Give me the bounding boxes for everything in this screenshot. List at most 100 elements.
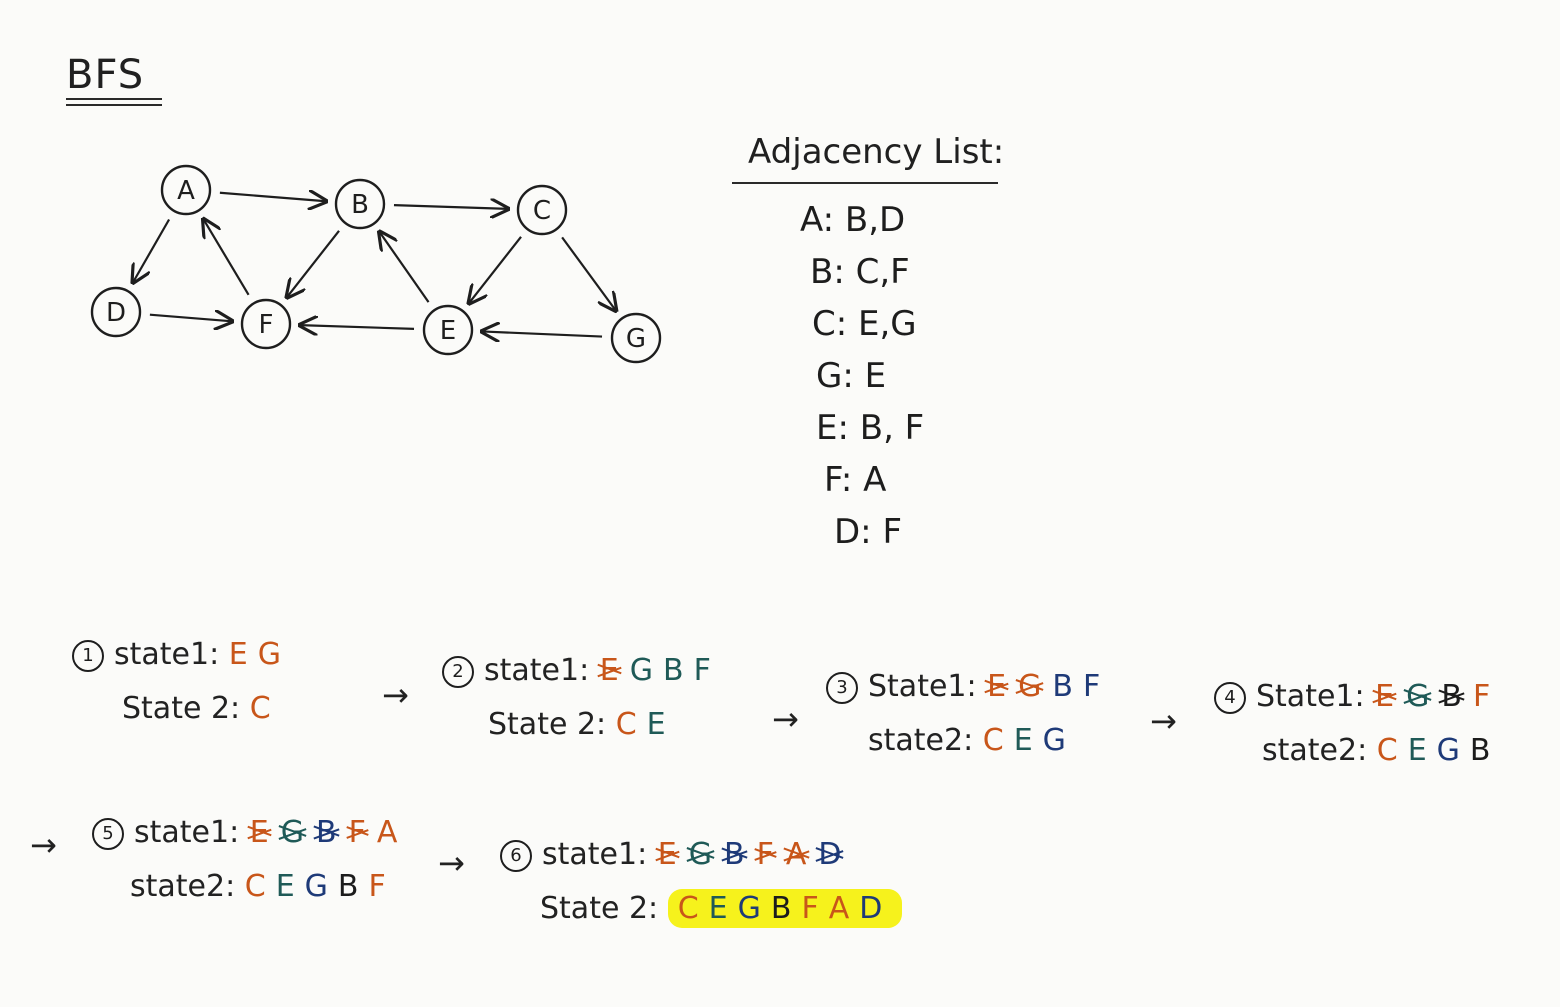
- transition-arrow-3: →: [1150, 702, 1177, 740]
- node-e: E: [422, 304, 474, 356]
- state1-label: State1:: [1256, 679, 1365, 714]
- visited-node-token: E: [249, 806, 270, 860]
- node-label: B: [351, 190, 369, 220]
- node-label: E: [440, 316, 456, 346]
- node-b: B: [334, 178, 386, 230]
- node-token: G: [1436, 733, 1460, 768]
- state1-label: State1:: [868, 669, 977, 704]
- visited-node-token: G: [1017, 660, 1042, 714]
- edge-c-to-e: [469, 236, 522, 303]
- visited-node-token: D: [817, 828, 842, 882]
- adjacency-row-b: B: C,F: [810, 252, 910, 292]
- visited-node-token: G: [280, 806, 305, 860]
- edge-e-to-b: [379, 232, 430, 303]
- node-circle: [422, 304, 474, 356]
- node-token: B: [770, 891, 792, 926]
- adjacency-list: A: B,D B: C,F C: E,G G: E E: B, F F: A D…: [800, 200, 924, 564]
- adjacency-row-a: A: B,D: [800, 200, 906, 240]
- edge-a-to-d: [133, 218, 171, 282]
- edge-b-to-f: [287, 230, 340, 297]
- edge-a-to-b: [219, 193, 326, 202]
- edge-e-to-f: [300, 325, 415, 329]
- node-label: C: [533, 196, 551, 226]
- node-c: C: [516, 184, 568, 236]
- state1-label: state1:: [542, 837, 648, 872]
- node-token: G: [304, 869, 328, 904]
- node-token: B: [662, 653, 684, 688]
- node-g: G: [610, 312, 662, 364]
- visited-node-token: F: [348, 806, 367, 860]
- node-token: F: [368, 869, 386, 904]
- step-number: 5: [92, 817, 124, 850]
- node-label: D: [106, 298, 126, 328]
- state2-label: state2:: [130, 869, 236, 904]
- node-label: G: [626, 324, 646, 354]
- visited-node-token: B: [315, 806, 338, 860]
- node-token: C: [249, 691, 271, 726]
- edge-c-to-g: [561, 236, 616, 310]
- state2-values: C: [250, 691, 281, 726]
- node-token: E: [708, 891, 728, 926]
- visited-node-token: B: [1440, 670, 1463, 724]
- node-token: D: [859, 891, 883, 926]
- node-circle: [610, 312, 662, 364]
- node-token: F: [1472, 679, 1491, 714]
- node-circle: [240, 298, 292, 350]
- node-token: C: [1376, 733, 1398, 768]
- node-circle: [516, 184, 568, 236]
- node-token: E: [646, 707, 666, 742]
- node-token: F: [693, 653, 711, 688]
- node-token: G: [257, 637, 281, 672]
- transition-arrow-1: →: [382, 676, 409, 714]
- transition-arrow-2: →: [772, 700, 799, 738]
- node-d: D: [90, 286, 142, 338]
- adjacency-row-d: D: F: [834, 512, 902, 552]
- adjacency-row-c: C: E,G: [812, 304, 917, 344]
- state2-label: state2:: [1262, 733, 1368, 768]
- state2-label: state2:: [868, 723, 974, 758]
- node-token: G: [1042, 723, 1066, 758]
- visited-node-token: E: [1374, 670, 1395, 724]
- page-title: BFS: [66, 52, 145, 98]
- node-circle: [334, 178, 386, 230]
- node-token: G: [737, 891, 761, 926]
- node-token: G: [629, 653, 653, 688]
- visited-node-token: G: [1405, 670, 1430, 724]
- node-a: A: [160, 164, 212, 216]
- node-token: A: [828, 891, 850, 926]
- node-token: F: [801, 891, 819, 926]
- node-token: C: [615, 707, 637, 742]
- node-circle: [160, 164, 212, 216]
- node-f: F: [240, 298, 292, 350]
- node-label: F: [259, 310, 274, 340]
- title-underline-second: [66, 104, 162, 106]
- edge-g-to-e: [482, 331, 603, 336]
- node-token: C: [244, 869, 266, 904]
- node-token: E: [228, 637, 248, 672]
- step-number: 3: [826, 671, 858, 704]
- title-underline: [66, 98, 162, 100]
- visited-node-token: G: [688, 828, 713, 882]
- visited-node-token: A: [785, 828, 808, 882]
- adjacency-row-f: F: A: [824, 460, 887, 500]
- transition-arrow-4: →: [30, 826, 57, 864]
- node-token: C: [677, 891, 699, 926]
- visited-node-token: B: [723, 828, 746, 882]
- adjacency-row-e: E: B, F: [816, 408, 925, 448]
- edge-d-to-f: [149, 315, 232, 322]
- state1-label: state1:: [134, 815, 240, 850]
- visited-node-token: F: [756, 828, 775, 882]
- adjacency-list-title: Adjacency List:: [748, 132, 1005, 172]
